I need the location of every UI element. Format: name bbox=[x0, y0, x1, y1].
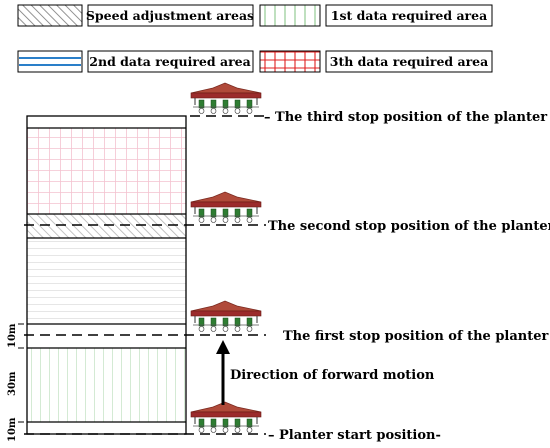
direction-label: Direction of forward motion bbox=[230, 368, 435, 383]
field-strip bbox=[26, 115, 187, 435]
third-data-area bbox=[27, 128, 186, 214]
planter-icon bbox=[190, 191, 262, 223]
legend-second-label: 2nd data required area bbox=[89, 54, 250, 69]
dimension-10m-upper: 10m bbox=[7, 323, 18, 348]
dimension-30m: 30m bbox=[7, 371, 18, 396]
third-stop-label: – The third stop position of the planter bbox=[264, 110, 547, 125]
legend-first-area: 1st data required area bbox=[259, 4, 493, 27]
legend: Speed adjustment areas 1st data required… bbox=[17, 4, 493, 73]
start-label: – Planter start position- bbox=[268, 428, 441, 443]
legend-third-area: 3th data required area bbox=[259, 50, 493, 73]
legend-first-label: 1st data required area bbox=[331, 8, 487, 23]
dimension-markers: 10m 30m 10m bbox=[7, 323, 24, 442]
legend-third-label: 3th data required area bbox=[330, 54, 488, 69]
dimension-10m-lower: 10m bbox=[7, 417, 18, 442]
planter-icon bbox=[190, 300, 262, 332]
first-stop-label: The first stop position of the planter bbox=[283, 329, 549, 344]
legend-second-area: 2nd data required area bbox=[17, 50, 254, 73]
second-stop-label: The second stop position of the planter bbox=[268, 219, 550, 234]
arrow-up-icon bbox=[216, 340, 230, 405]
second-data-area bbox=[27, 238, 186, 324]
first-data-area bbox=[27, 348, 186, 422]
planter-icon bbox=[190, 401, 262, 433]
legend-speed-label: Speed adjustment areas bbox=[86, 8, 254, 23]
planter-icon bbox=[190, 82, 262, 114]
legend-speed-adjustment: Speed adjustment areas bbox=[17, 4, 254, 27]
speed-adjustment-area-2 bbox=[27, 214, 186, 238]
